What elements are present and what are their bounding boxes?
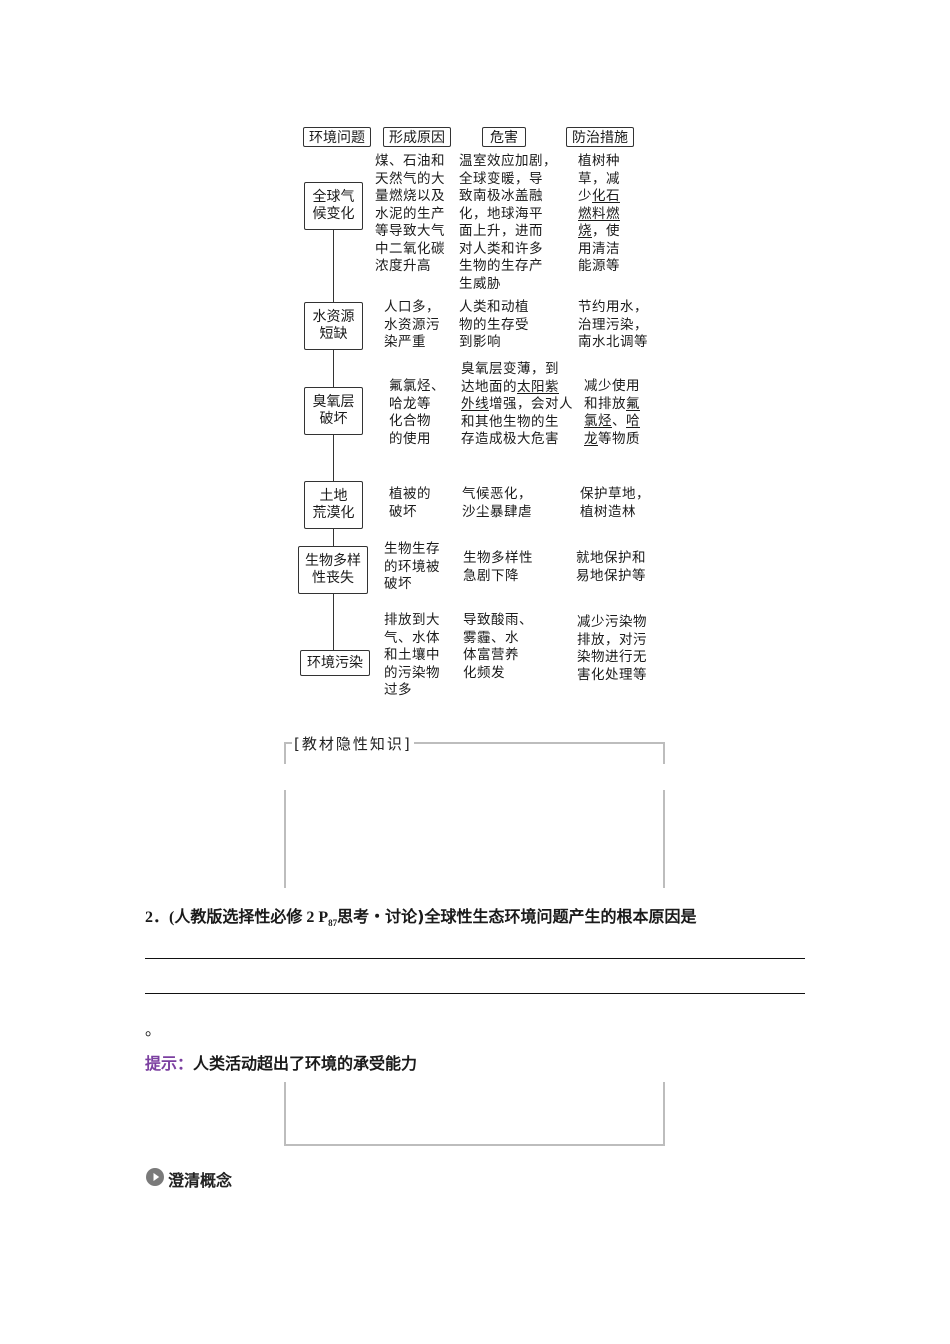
measures-text: 、 (612, 413, 626, 429)
question-source-prefix: (人教版选择性必修 2 P (169, 909, 329, 926)
measures-global-climate-change: 植树种 草，减 少化石 燃料燃 烧，使 用清洁 能源等 (578, 153, 620, 276)
diagram-spine-line (333, 230, 334, 650)
question-text: 全球性生态环境问题产生的根本原因是 (424, 907, 697, 926)
measures-environmental-pollution: 减少污染物 排放，对污 染物进行无 害化处理等 (577, 614, 647, 683)
play-circle-icon (145, 1167, 165, 1191)
harm-global-climate-change: 温室效应加剧， 全球变暖，导 致南极冰盖融 化，地球海平 面上升，进而 对人类和… (459, 153, 557, 292)
measures-text: 等物质 (598, 430, 640, 447)
hint-label: 提示： (145, 1054, 194, 1073)
hidden-knowledge-frame-top (285, 742, 665, 744)
measures-ozone-depletion: 减少使用 和排放氟 氯烃、哈 龙等物质 (584, 378, 640, 448)
harm-text: 臭氧层变薄，到 达地面的 (461, 361, 559, 395)
question-source: (人教版选择性必修 2 P87思考・讨论) (169, 907, 425, 929)
topic-water-shortage: 水资源 短缺 (304, 302, 363, 350)
cause-biodiversity-loss: 生物生存 的环境被 破坏 (384, 541, 440, 592)
measures-water-shortage: 节约用水， 治理污染， 南水北调等 (578, 299, 648, 350)
cause-desertification: 植被的 破坏 (389, 486, 431, 520)
harm-text: 增强，会对人 和其他生物的生 存造成极大危害 (461, 396, 573, 447)
harm-ozone-depletion: 臭氧层变薄，到 达地面的太阳紫 外线增强，会对人 和其他生物的生 存造成极大危害 (461, 361, 573, 449)
answer-blank-line-2[interactable] (145, 993, 805, 994)
cause-environmental-pollution: 排放到大 气、水体 和土壤中 的污染物 过多 (384, 612, 440, 698)
measures-text: 植树种 草，减 少 (578, 153, 620, 204)
hidden-knowledge-frame-left-lower (284, 790, 286, 888)
header-measures: 防治措施 (566, 127, 634, 147)
hidden-knowledge-frame-right-lower (663, 790, 665, 888)
harm-environmental-pollution: 导致酸雨、 雾霾、水 体富营养 化频发 (463, 612, 533, 681)
topic-desertification: 土地 荒漠化 (304, 481, 363, 529)
measures-underlined-text: 氟 氯烃 (584, 395, 640, 430)
harm-underlined-text: 太阳紫 外线 (461, 378, 559, 413)
question-source-page: 87 (328, 918, 338, 929)
bottom-frame-left (284, 1082, 286, 1146)
measures-text: ，使 用清洁 能源等 (578, 223, 620, 274)
measures-biodiversity-loss: 就地保护和 易地保护等 (576, 550, 646, 584)
measures-desertification: 保护草地， 植树造林 (580, 486, 650, 520)
bottom-frame-right (663, 1082, 665, 1146)
hidden-knowledge-label: [教材隐性知识] (292, 733, 414, 754)
cause-global-climate-change: 煤、石油和 天然气的大 量燃烧以及 水泥的生产 等导致大气 中二氧化碳 浓度升高 (375, 153, 445, 274)
hidden-knowledge-frame-right-upper (663, 742, 665, 764)
measures-text: 减少使用 和排放 (584, 378, 640, 412)
section-clarify-concepts: 澄清概念 (145, 1167, 232, 1191)
harm-desertification: 气候恶化， 沙尘暴肆虐 (462, 486, 532, 520)
cause-ozone-depletion: 氟氯烃、 哈龙等 化合物 的使用 (389, 378, 445, 447)
measures-underlined-text: 哈 龙 (584, 413, 640, 447)
question-2: 2．(人教版选择性必修 2 P87思考・讨论)全球性生态环境问题产生的根本原因是 (145, 903, 696, 928)
bottom-frame-bottom (284, 1144, 665, 1146)
hidden-knowledge-frame-left-upper (284, 742, 286, 764)
section-title: 澄清概念 (168, 1171, 233, 1190)
answer-blank-line-1[interactable] (145, 958, 805, 959)
header-environment-problem: 环境问题 (303, 127, 371, 147)
cause-water-shortage: 人口多， 水资源污 染严重 (384, 299, 440, 350)
measures-underlined-text: 化石 燃料燃 烧 (578, 188, 620, 239)
topic-ozone-depletion: 臭氧层 破坏 (304, 387, 363, 435)
question-end-mark: 。 (145, 1020, 162, 1039)
topic-biodiversity-loss: 生物多样 性丧失 (298, 546, 368, 594)
header-causes: 形成原因 (383, 127, 451, 147)
hint-text: 人类活动超出了环境的承受能力 (193, 1054, 418, 1073)
hint: 提示：人类活动超出了环境的承受能力 (145, 1050, 417, 1074)
question-number: 2． (145, 909, 170, 926)
question-source-suffix: 思考・讨论) (337, 907, 425, 926)
header-harm: 危害 (482, 127, 526, 147)
topic-global-climate-change: 全球气 候变化 (304, 182, 363, 230)
topic-environmental-pollution: 环境污染 (300, 650, 370, 676)
harm-water-shortage: 人类和动植 物的生存受 到影响 (459, 299, 529, 350)
harm-biodiversity-loss: 生物多样性 急剧下降 (463, 550, 533, 584)
